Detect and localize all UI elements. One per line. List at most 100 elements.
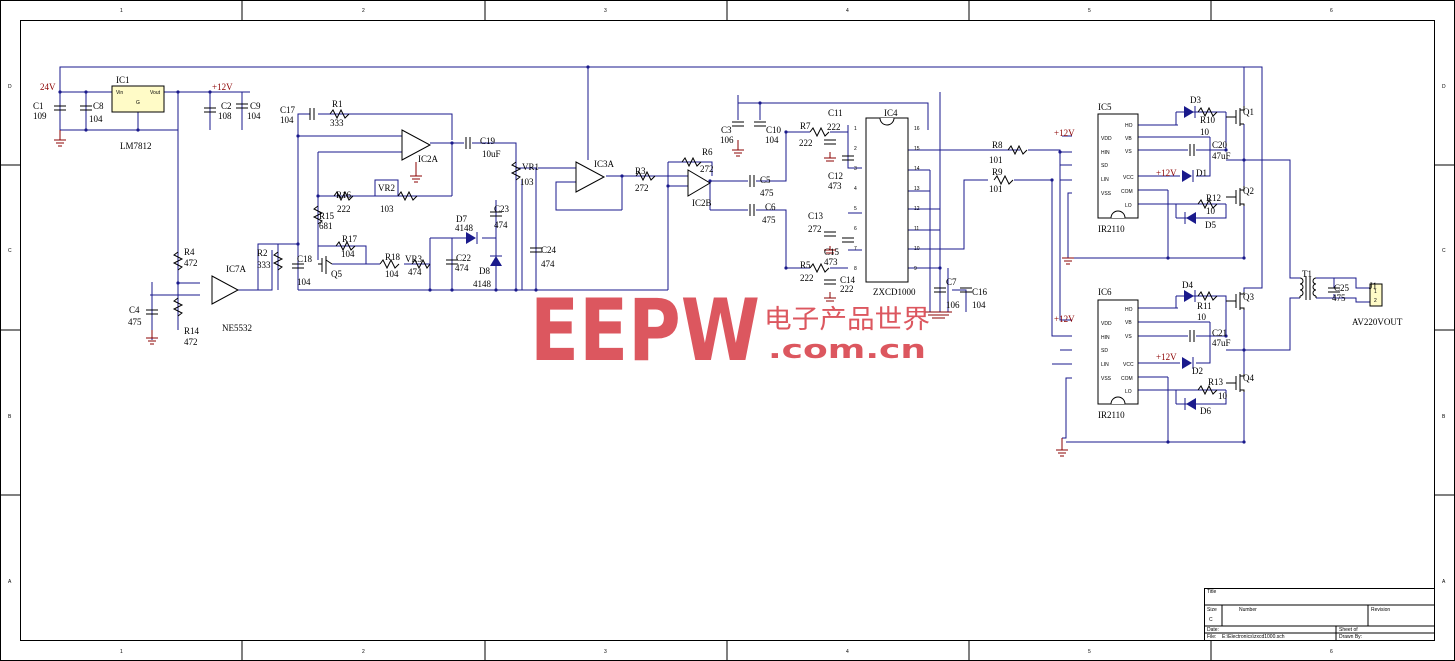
potentiometer-symbols	[397, 161, 522, 270]
c15-capacitor-icon	[842, 237, 854, 243]
r11-value: 10	[1197, 312, 1207, 322]
c22-label: C22	[456, 253, 471, 263]
c19-value: 10uF	[482, 149, 501, 159]
j1-output-label: AV220VOUT	[1352, 317, 1403, 327]
d3-diode-icon	[1184, 106, 1196, 118]
d2-12v-label: +12V	[1156, 352, 1177, 362]
ic7a-label: IC7A	[226, 264, 247, 274]
pin-name: SD	[1101, 348, 1108, 354]
r14-label: R14	[184, 326, 200, 336]
col-label: 5	[1088, 8, 1091, 14]
pin-name: VCC	[1123, 362, 1134, 368]
col-label: 1	[120, 649, 123, 655]
pin-number: 14	[914, 166, 920, 172]
pin-name: COM	[1121, 376, 1133, 382]
q5-label: Q5	[331, 269, 342, 279]
pin-name: SD	[1101, 163, 1108, 169]
ic6-driver	[1097, 299, 1139, 405]
d3-label: D3	[1190, 95, 1201, 105]
r11-label: R11	[1197, 301, 1212, 311]
c8-value: 104	[89, 114, 103, 124]
c7-label: C7	[946, 277, 957, 287]
watermark-cn: 电子产品世界	[764, 305, 930, 335]
watermark-url: .com.cn	[768, 335, 926, 365]
ground-icon	[146, 330, 158, 345]
c7-capacitor-icon	[934, 287, 946, 293]
r15-value: 681	[319, 221, 333, 231]
r16-value: 222	[337, 204, 351, 214]
svg-text:1: 1	[1374, 289, 1377, 295]
resistor-symbols	[172, 106, 1218, 396]
r4-resistor-icon	[172, 251, 184, 271]
ic3a-opamp-icon	[575, 161, 606, 193]
c17-label: C17	[280, 105, 296, 115]
pin-number: 7	[854, 246, 857, 252]
c12-value: 473	[828, 181, 842, 191]
vr1-label: VR1	[522, 162, 539, 172]
r9-label: R9	[992, 167, 1003, 177]
junctions	[58, 65, 1246, 444]
d5-diode-icon	[1184, 212, 1196, 224]
c3-capacitor-icon	[732, 121, 744, 127]
c13-capacitor-icon	[824, 231, 836, 237]
ic6-part-label: IR2110	[1098, 410, 1125, 420]
vr1-potentiometer-icon	[510, 161, 522, 181]
c25-value: 475	[1332, 293, 1346, 303]
ground-icon	[410, 162, 422, 183]
r12-value: 10	[1206, 206, 1216, 216]
row-label: A	[8, 579, 12, 585]
frame-row-labels: D C B A D C B A	[8, 84, 1446, 585]
row-label: C	[1442, 248, 1446, 254]
pin-number: 6	[854, 226, 857, 232]
diode-symbols	[458, 106, 1196, 410]
c14-label: C14	[840, 275, 856, 285]
d8-diode-icon	[490, 255, 502, 266]
c18-label: C18	[297, 254, 313, 264]
size-value: C	[1209, 617, 1213, 623]
pin-number: 4	[854, 186, 857, 192]
d6-diode-icon	[1184, 398, 1196, 410]
d7-value: 4148	[455, 223, 474, 233]
ic5-part-label: IR2110	[1098, 224, 1125, 234]
r17-value: 104	[341, 249, 355, 259]
watermark-brand: EEPW	[530, 281, 760, 381]
r4-label: R4	[184, 247, 195, 257]
c16-capacitor-icon	[960, 287, 972, 293]
ic5-pin-names: VDD HIN SD LIN VSS HO VB VS VCC COM LO	[1101, 123, 1134, 209]
pin-name: LIN	[1101, 362, 1109, 368]
col-label: 3	[604, 649, 607, 655]
col-label: 6	[1330, 8, 1333, 14]
c21-value: 47uF	[1212, 338, 1231, 348]
row-label: D	[1442, 84, 1446, 90]
r2-value: 333	[257, 260, 271, 270]
r15-resistor-icon	[312, 205, 324, 225]
c22-capacitor-icon	[446, 259, 458, 265]
r17-label: R17	[342, 234, 358, 244]
vr1-value: 103	[520, 177, 534, 187]
vr2-label: VR2	[378, 183, 395, 193]
col-label: 2	[362, 8, 365, 14]
j1-connector-icon: 1 2	[1369, 283, 1383, 307]
ic7-part-label: NE5532	[222, 323, 252, 333]
c5-capacitor-icon	[749, 175, 755, 187]
c2-value: 108	[218, 111, 232, 121]
col-label: 3	[604, 8, 607, 14]
c14-capacitor-icon	[824, 279, 836, 285]
date-label: Date:	[1207, 627, 1219, 633]
j1-label: J1	[1369, 281, 1377, 291]
pin-name: HIN	[1101, 335, 1110, 341]
sheet-label: Sheet of	[1339, 627, 1358, 633]
pin-number: 5	[854, 206, 857, 212]
c5-label: C5	[760, 175, 771, 185]
frame-column-labels-top: 1 2 3 4 5 6	[120, 8, 1333, 14]
r11-resistor-icon	[1197, 290, 1218, 302]
q2-label: Q2	[1243, 186, 1254, 196]
d2-diode-icon	[1182, 357, 1194, 369]
ic4-pin-numbers: 1 2 3 4 5 6 7 8 16 15 14 13 12 11 10 9	[854, 126, 920, 272]
c8-capacitor-icon	[80, 105, 92, 111]
r16-resistor-icon	[333, 190, 354, 202]
d8-label: D8	[479, 266, 490, 276]
c10-capacitor-icon	[754, 121, 766, 127]
c23-capacitor-icon	[490, 211, 502, 217]
pin-name: LIN	[1101, 177, 1109, 183]
